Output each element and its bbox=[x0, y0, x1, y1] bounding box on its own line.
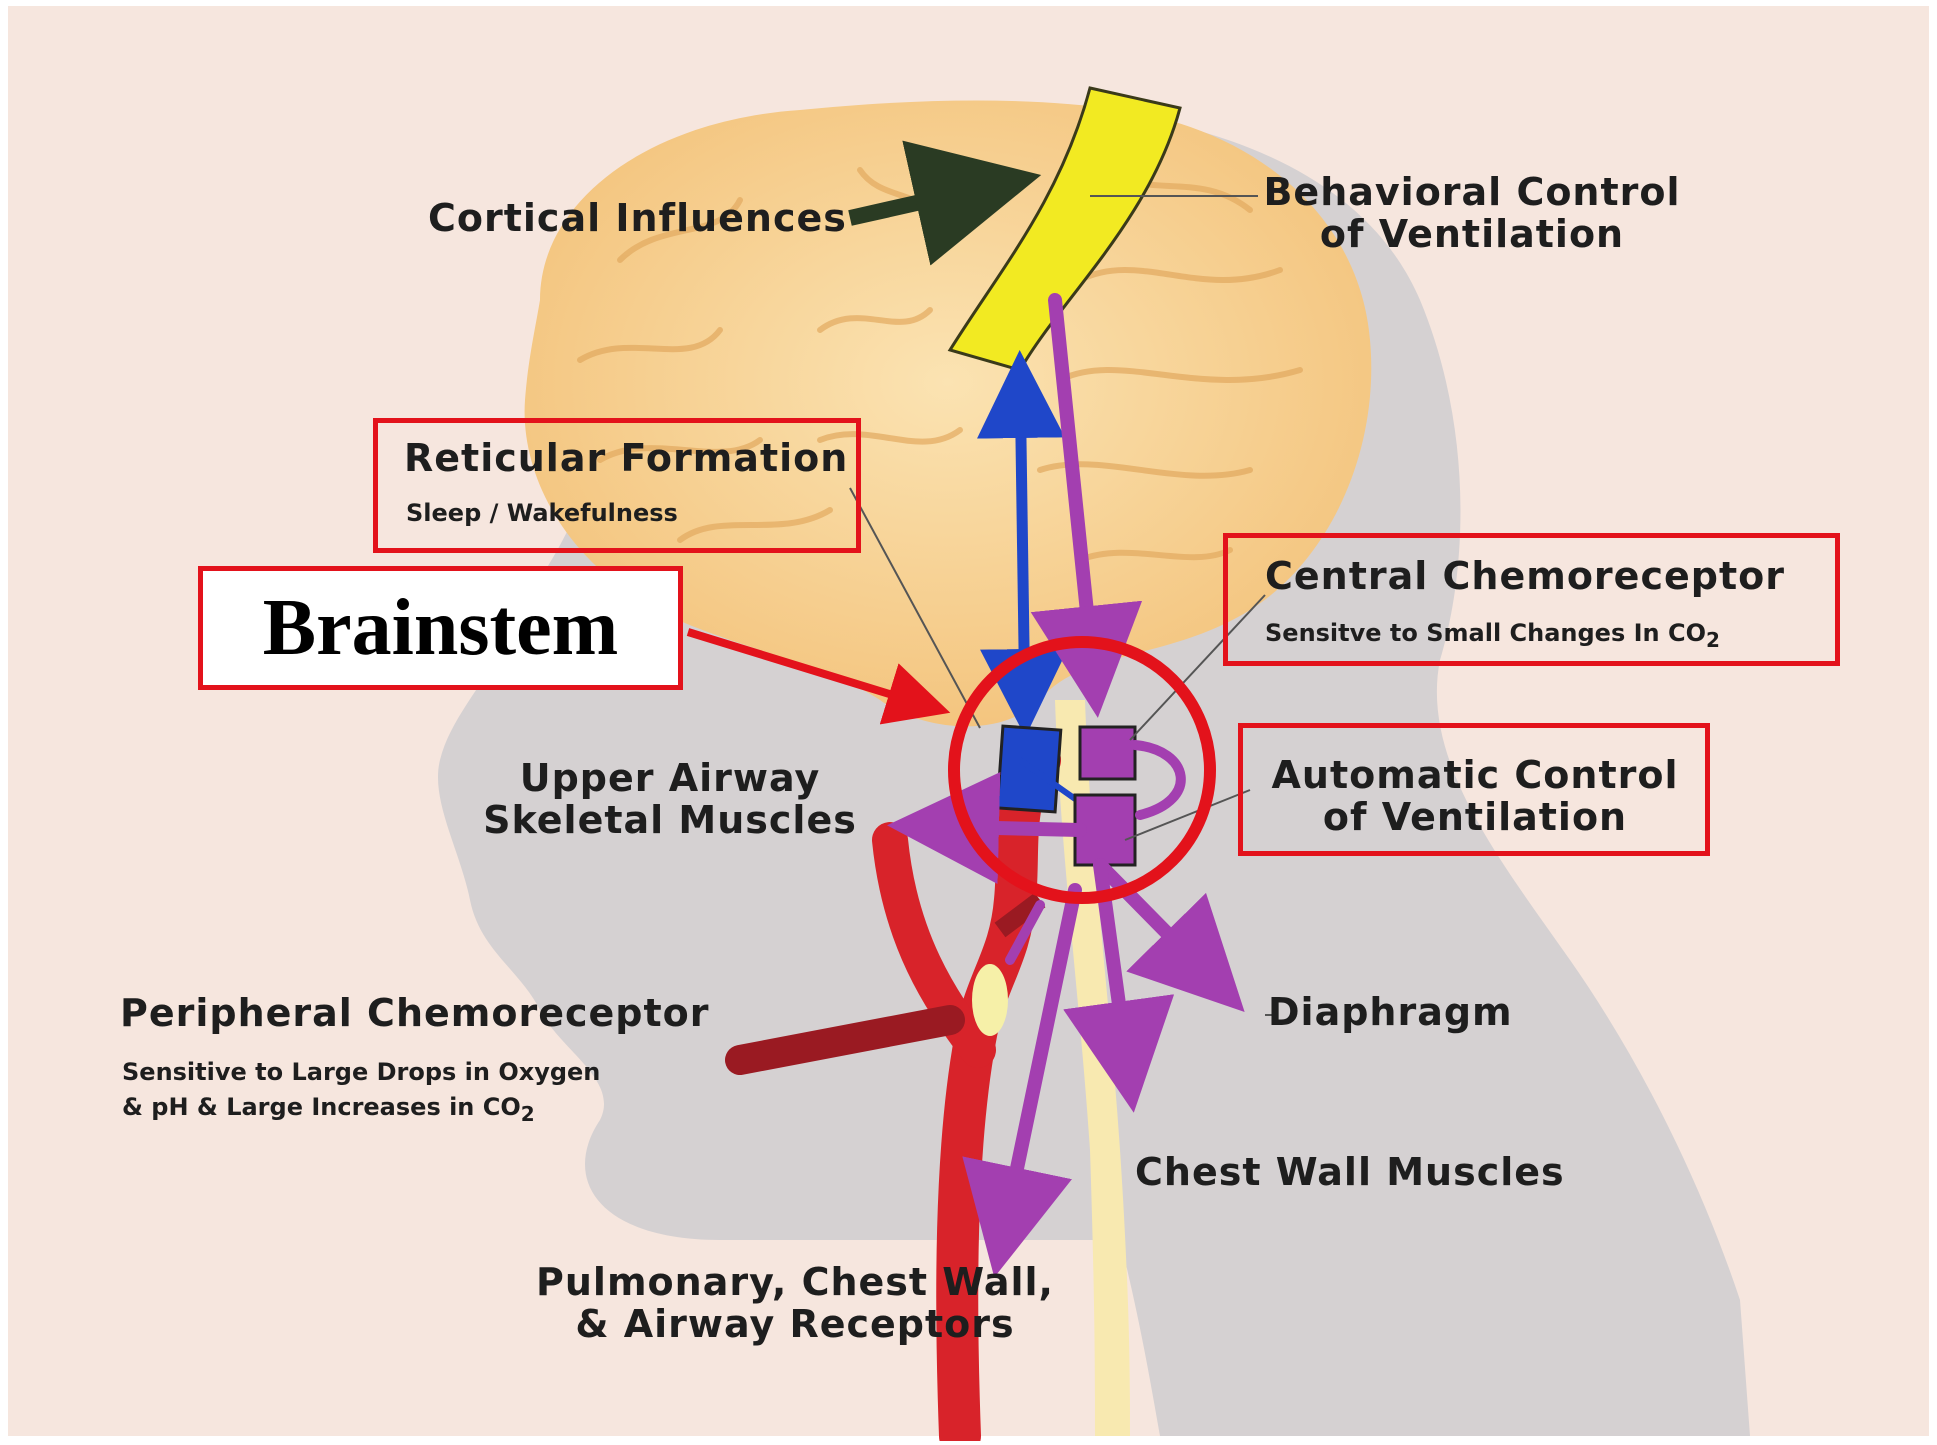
label-central-chemoreceptor: Central Chemoreceptor bbox=[1265, 556, 1785, 598]
label-peripheral-chemoreceptor: Peripheral Chemoreceptor bbox=[120, 993, 710, 1035]
label-cortical-influences: Cortical Influences bbox=[428, 198, 847, 240]
label-diaphragm: Diaphragm bbox=[1268, 992, 1513, 1034]
label-pulmonary-line1: Pulmonary, Chest Wall, bbox=[515, 1262, 1075, 1304]
label-automatic-control-line1: Automatic Control bbox=[1250, 755, 1700, 797]
label-sleep-wakefulness: Sleep / Wakefulness bbox=[406, 500, 678, 526]
brainstem-title: Brainstem bbox=[263, 583, 619, 674]
co2-subscript: 2 bbox=[1706, 628, 1720, 652]
label-peripheral-chemoreceptor-sub: Sensitive to Large Drops in Oxygen & pH … bbox=[122, 1055, 600, 1129]
label-upper-airway-line1: Upper Airway bbox=[470, 758, 870, 800]
label-central-chemoreceptor-sub-text: Sensitve to Small Changes In CO bbox=[1265, 619, 1706, 647]
label-chest-wall-muscles: Chest Wall Muscles bbox=[1135, 1152, 1565, 1194]
label-upper-airway-line2: Skeletal Muscles bbox=[470, 800, 870, 842]
label-behavioral-control-line2: of Ventilation bbox=[1262, 214, 1682, 256]
label-peripheral-sub-line2: & pH & Large Increases in CO2 bbox=[122, 1090, 600, 1129]
label-behavioral-control: Behavioral Control of Ventilation bbox=[1262, 172, 1682, 256]
label-upper-airway: Upper Airway Skeletal Muscles bbox=[470, 758, 870, 842]
label-peripheral-sub-line2-text: & pH & Large Increases in CO bbox=[122, 1093, 521, 1121]
label-central-chemoreceptor-sub: Sensitve to Small Changes In CO2 bbox=[1265, 620, 1720, 651]
label-automatic-control: Automatic Control of Ventilation bbox=[1250, 755, 1700, 839]
label-reticular-formation: Reticular Formation bbox=[404, 438, 848, 480]
label-peripheral-sub-line1: Sensitive to Large Drops in Oxygen bbox=[122, 1055, 600, 1090]
label-automatic-control-line2: of Ventilation bbox=[1250, 797, 1700, 839]
label-behavioral-control-line1: Behavioral Control bbox=[1262, 172, 1682, 214]
label-pulmonary-receptors: Pulmonary, Chest Wall, & Airway Receptor… bbox=[515, 1262, 1075, 1346]
brainstem-title-box: Brainstem bbox=[198, 566, 683, 690]
co2-subscript-peripheral: 2 bbox=[521, 1102, 535, 1126]
label-pulmonary-line2: & Airway Receptors bbox=[515, 1304, 1075, 1346]
